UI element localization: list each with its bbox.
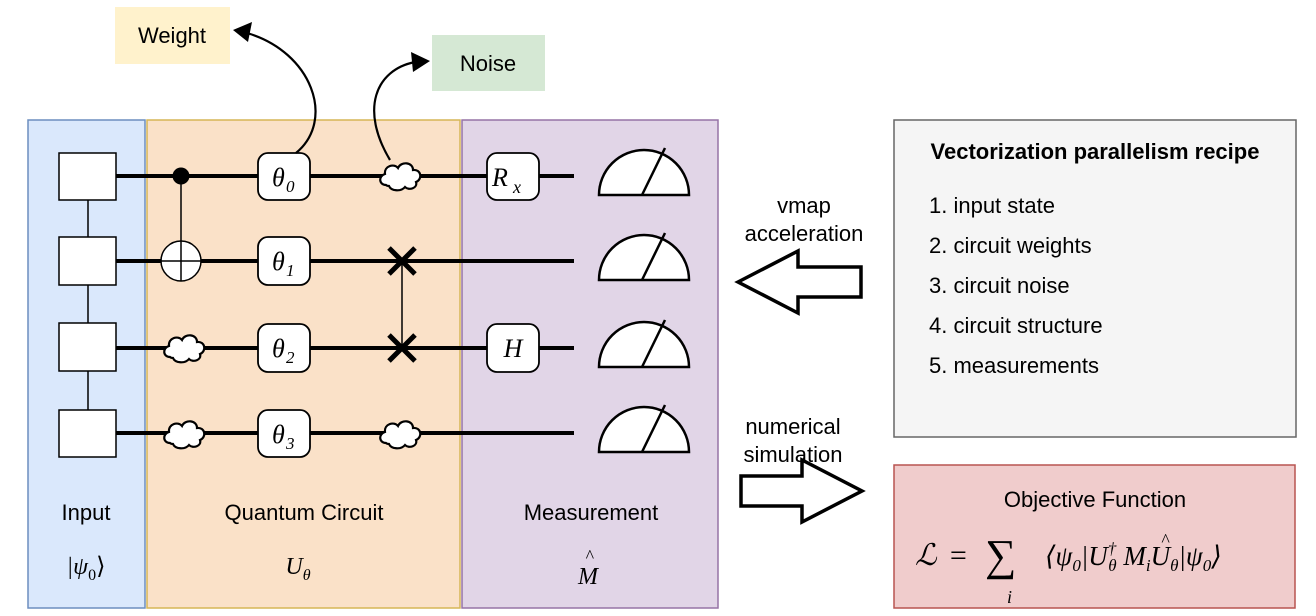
- numerical-label-1: numerical: [745, 414, 840, 439]
- h-gate: H: [486, 323, 540, 373]
- input-state-math: |ψ0⟩: [67, 554, 106, 584]
- input-label: Input: [62, 500, 111, 525]
- input-box-2: [58, 322, 117, 372]
- swap-cross-top: [387, 246, 417, 276]
- observable-math: M: [577, 564, 600, 590]
- input-box-0: [58, 152, 117, 201]
- svg-text:ℒ: ℒ: [915, 539, 938, 572]
- objective-box: [893, 464, 1296, 609]
- recipe-item-2: 2. circuit weights: [929, 233, 1092, 258]
- svg-text:θ: θ: [272, 420, 285, 449]
- numerical-label-2: simulation: [743, 442, 842, 467]
- svg-text:R: R: [491, 163, 508, 192]
- numerical-arrow: [739, 457, 866, 525]
- svg-text:=: =: [948, 539, 968, 572]
- meter-0: [597, 147, 691, 197]
- recipe-item-5: 5. measurements: [929, 353, 1099, 378]
- meter-3: [597, 404, 691, 454]
- vmap-arrow: [734, 248, 863, 316]
- weight-arrow: [246, 31, 317, 154]
- meter-1: [597, 232, 691, 282]
- svg-text:^: ^: [1161, 530, 1170, 550]
- svg-text:i: i: [1007, 587, 1012, 607]
- svg-text:θ: θ: [272, 334, 285, 363]
- noise-callout-box: [432, 35, 545, 91]
- recipe-item-4: 4. circuit structure: [929, 313, 1103, 338]
- svg-text:θ: θ: [272, 163, 285, 192]
- noise-arrow: [373, 60, 416, 161]
- recipe-box: [893, 119, 1297, 438]
- vmap-label-2: acceleration: [745, 221, 864, 246]
- cnot-control: [172, 167, 190, 185]
- input-box-3: [58, 409, 117, 458]
- svg-text:0: 0: [286, 177, 295, 196]
- vmap-label-1: vmap: [777, 193, 831, 218]
- input-box-1: [58, 236, 117, 286]
- svg-text:2: 2: [286, 348, 295, 367]
- noise-arrowhead: [411, 52, 430, 72]
- meter-2: [597, 319, 691, 369]
- svg-text:∑: ∑: [985, 531, 1016, 580]
- svg-text:x: x: [512, 177, 521, 197]
- weight-callout-label: Weight: [138, 23, 206, 48]
- svg-text:H: H: [503, 334, 524, 363]
- recipe-item-3: 3. circuit noise: [929, 273, 1070, 298]
- weight-arrowhead: [233, 22, 252, 42]
- svg-text:⟨ψ0|U†θ MiUθ|ψ0⟩: ⟨ψ0|U†θ MiUθ|ψ0⟩: [1045, 539, 1222, 575]
- svg-text:1: 1: [286, 261, 295, 280]
- weight-callout-box: [115, 7, 230, 64]
- svg-text:θ: θ: [272, 247, 285, 276]
- swap-cross-bottom: [387, 333, 417, 363]
- recipe-item-1: 1. input state: [929, 193, 1055, 218]
- recipe-title: Vectorization parallelism recipe: [931, 139, 1260, 164]
- noise-callout-label: Noise: [460, 51, 516, 76]
- circuit-label: Quantum Circuit: [225, 500, 384, 525]
- svg-text:3: 3: [285, 434, 295, 453]
- objective-title: Objective Function: [1004, 487, 1186, 512]
- observable-hat: ^: [585, 546, 594, 566]
- measurement-label: Measurement: [524, 500, 659, 525]
